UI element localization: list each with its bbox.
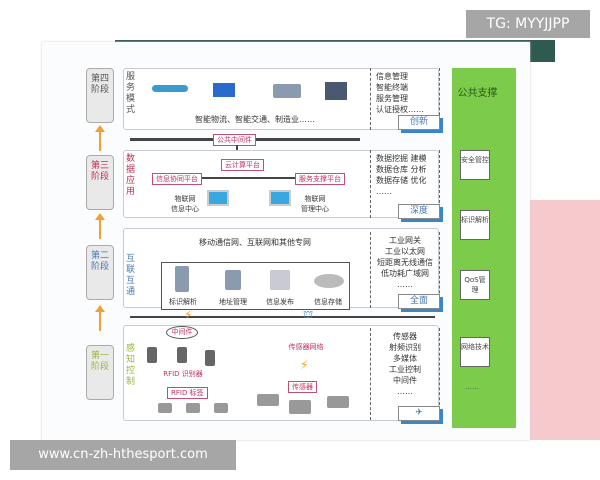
tag-comprehensive: 全面 (398, 294, 440, 309)
side-item: …… (397, 280, 413, 289)
side-item: 工业网关 (389, 236, 421, 245)
side-item: 服务管理 (376, 94, 408, 103)
network-icon-tag: ✈ (398, 406, 440, 421)
stage-1: 第一阶段 (86, 345, 114, 400)
side-item: 短距离无线通信 (377, 258, 433, 267)
middleware-node: 中间件 (166, 326, 198, 339)
service-item: 信息发布 (266, 298, 294, 306)
sensor-icon (257, 394, 279, 406)
info-center-label: 物联网 信息中心 (171, 195, 199, 213)
side-item: 工业控制 (389, 365, 421, 374)
layer-label: 服务模式 (126, 72, 136, 115)
support-item: QoS管理 (460, 270, 490, 300)
stage-2: 第二阶段 (86, 245, 114, 300)
rfid-tag-icon (158, 403, 172, 413)
side-item: 数据存储 优化 (376, 176, 427, 185)
tower-icon: ⛫ (303, 308, 314, 321)
lightning-icon: ⚡ (184, 308, 193, 322)
sensor-network: 传感器网络 (288, 343, 324, 351)
arrow-up-icon (95, 125, 105, 151)
layer-service (123, 68, 439, 130)
service-item: 地址管理 (219, 298, 247, 306)
layer-label: 数据应用 (126, 154, 136, 197)
stage-4: 第四阶段 (86, 68, 114, 123)
rfid-tag-icon (186, 403, 200, 413)
cloud-platform: 云计算平台 (221, 159, 264, 171)
rfid-reader-icon (177, 347, 187, 363)
rfid-tag-icon (214, 403, 228, 413)
support-platform: 服务支撑平台 (295, 173, 345, 185)
connector (200, 177, 300, 179)
server-icon (175, 266, 189, 292)
data-side-list: 数据挖掘 建模 数据仓库 分析 数据存储 优化 …… (370, 150, 440, 218)
service-item: 标识解析 (169, 298, 197, 306)
support-item: 安全管控 (460, 150, 490, 180)
bus-line (130, 316, 435, 318)
support-title: 公共支撑 (457, 88, 498, 99)
decor-pink-block (530, 200, 600, 440)
airplane-icon (152, 85, 188, 92)
layer-label: 互联互通 (126, 254, 136, 297)
side-item: 数据挖掘 建模 (376, 154, 427, 163)
perception-side-list: 传感器 射频识别 多媒体 工业控制 中间件 …… (370, 328, 440, 420)
side-item: 多媒体 (393, 354, 417, 363)
side-item: 中间件 (393, 376, 417, 385)
sensor-label: 传感器 (288, 381, 317, 393)
tag-innovation: 创新 (398, 115, 440, 130)
side-item: 数据仓库 分析 (376, 165, 427, 174)
layer-label: 感知控制 (126, 344, 136, 387)
side-item: 低功耗广域网 (381, 269, 429, 278)
url-watermark: www.cn-zh-hthesport.com (10, 440, 236, 470)
arrow-up-icon (95, 305, 105, 331)
lightning-icon: ⚡ (300, 358, 309, 372)
sensor-icon (289, 400, 311, 414)
side-item: 工业以太网 (385, 247, 425, 256)
sensor-icon (327, 396, 349, 408)
support-item: 标识解析 (460, 210, 490, 240)
storage-icon (314, 274, 344, 288)
side-item: 射频识别 (389, 343, 421, 352)
rfid-reader-icon (205, 350, 215, 366)
support-more: …… (465, 383, 479, 391)
arrow-up-icon (95, 213, 105, 239)
side-item: 传感器 (393, 332, 417, 341)
stage-3: 第三阶段 (86, 155, 114, 210)
monitor-icon (207, 190, 229, 206)
side-item: …… (376, 187, 392, 196)
side-item: 认证授权…… (376, 105, 424, 114)
factory-icon (273, 84, 301, 98)
tag-depth: 深度 (398, 204, 440, 219)
building-icon (325, 82, 347, 100)
side-item: …… (397, 387, 413, 396)
mgmt-center-label: 物联网 管理中心 (301, 195, 329, 213)
support-item: 网络技术 (460, 337, 490, 367)
service-caption: 智能物流、智能交通、制造业…… (195, 115, 315, 124)
collab-platform: 信息协同平台 (152, 173, 202, 185)
side-item: 智能终端 (376, 83, 408, 92)
public-middleware: 公共中间件 (213, 134, 256, 146)
public-support-column (452, 68, 516, 428)
publish-icon (270, 270, 290, 290)
layer-perception (123, 325, 439, 421)
watermark: TG: MYYJJPP (466, 10, 590, 38)
rfid-tag-label: RFID 标签 (167, 387, 208, 399)
address-icon (225, 270, 241, 290)
truck-icon (213, 83, 235, 97)
monitor-icon (269, 190, 291, 206)
rfid-reader-label: RFID 识别器 (163, 370, 203, 378)
side-item: 信息管理 (376, 72, 408, 81)
rfid-reader-icon (147, 347, 157, 363)
service-side-list: 信息管理 智能终端 服务管理 认证授权…… (370, 68, 440, 130)
service-item: 信息存储 (314, 298, 342, 306)
network-side-list: 工业网关 工业以太网 短距离无线通信 低功耗广域网 …… (370, 232, 440, 308)
network-caption: 移动通信网、互联网和其他专网 (199, 238, 311, 247)
